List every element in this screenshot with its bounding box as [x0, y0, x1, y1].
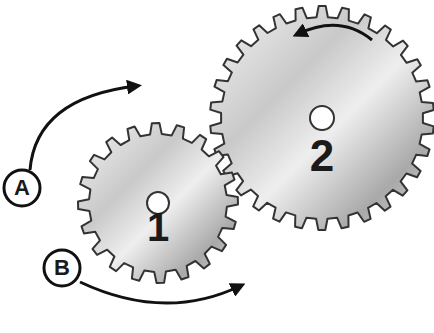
gear-outline — [76, 121, 240, 285]
callout-circle: A — [2, 168, 42, 208]
callout-letter: A — [14, 177, 30, 199]
rotation-arrow — [80, 282, 240, 303]
gear-number: 1 — [76, 207, 240, 247]
callout-circle: B — [42, 248, 82, 288]
gear: 2 — [208, 4, 434, 232]
gear-number: 2 — [208, 134, 434, 178]
callout-letter: B — [54, 257, 70, 279]
gear: 1 — [76, 121, 240, 285]
gear-outline — [208, 4, 434, 232]
